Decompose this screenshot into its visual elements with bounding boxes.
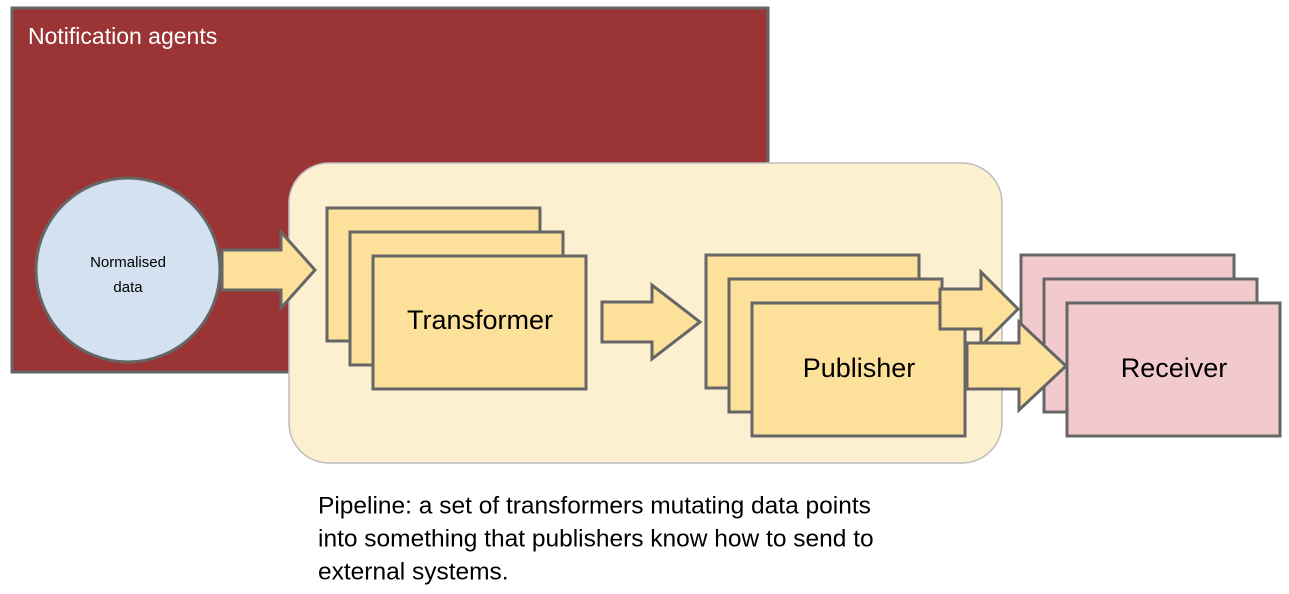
- arrow-source-to-transformer[interactable]: [220, 228, 318, 312]
- transformer-label: Transformer: [407, 305, 553, 335]
- caption-line-2: into something that publishers know how …: [318, 525, 874, 552]
- normalised-data-node[interactable]: Normalised data: [34, 176, 222, 364]
- arrow-publisher-to-receiver-front[interactable]: [965, 318, 1069, 414]
- arrow-transformer-to-publisher-shape: [600, 281, 703, 363]
- receiver-card-front: [1065, 301, 1282, 438]
- publisher-stack[interactable]: Publisher: [704, 253, 967, 438]
- arrow-transformer-to-publisher[interactable]: [600, 281, 703, 363]
- caption-line-3: external systems.: [318, 558, 509, 585]
- caption-line-1: Pipeline: a set of transformers mutating…: [318, 492, 871, 519]
- publisher-card-front: [750, 301, 967, 438]
- transformer-stack[interactable]: Transformer: [325, 206, 588, 391]
- normalised-data-label-line2: data: [113, 279, 143, 296]
- receiver-label: Receiver: [1121, 353, 1228, 383]
- receiver-front-card-group[interactable]: Receiver: [1065, 301, 1282, 438]
- arrow-publisher-to-receiver-back[interactable]: [938, 268, 1021, 350]
- normalised-data-label-line1: Normalised: [90, 254, 166, 271]
- arrow-publisher-to-receiver-back-shape: [938, 268, 1021, 350]
- publisher-label: Publisher: [803, 353, 916, 383]
- arrow-source-to-transformer-shape: [220, 228, 318, 312]
- caption: Pipeline: a set of transformers mutating…: [318, 492, 874, 585]
- notification-agents-group-title: Notification agents: [28, 23, 217, 49]
- normalised-data-circle: [34, 176, 222, 364]
- transformer-card-front: [371, 254, 588, 391]
- arrow-publisher-to-receiver-front-shape: [965, 318, 1069, 414]
